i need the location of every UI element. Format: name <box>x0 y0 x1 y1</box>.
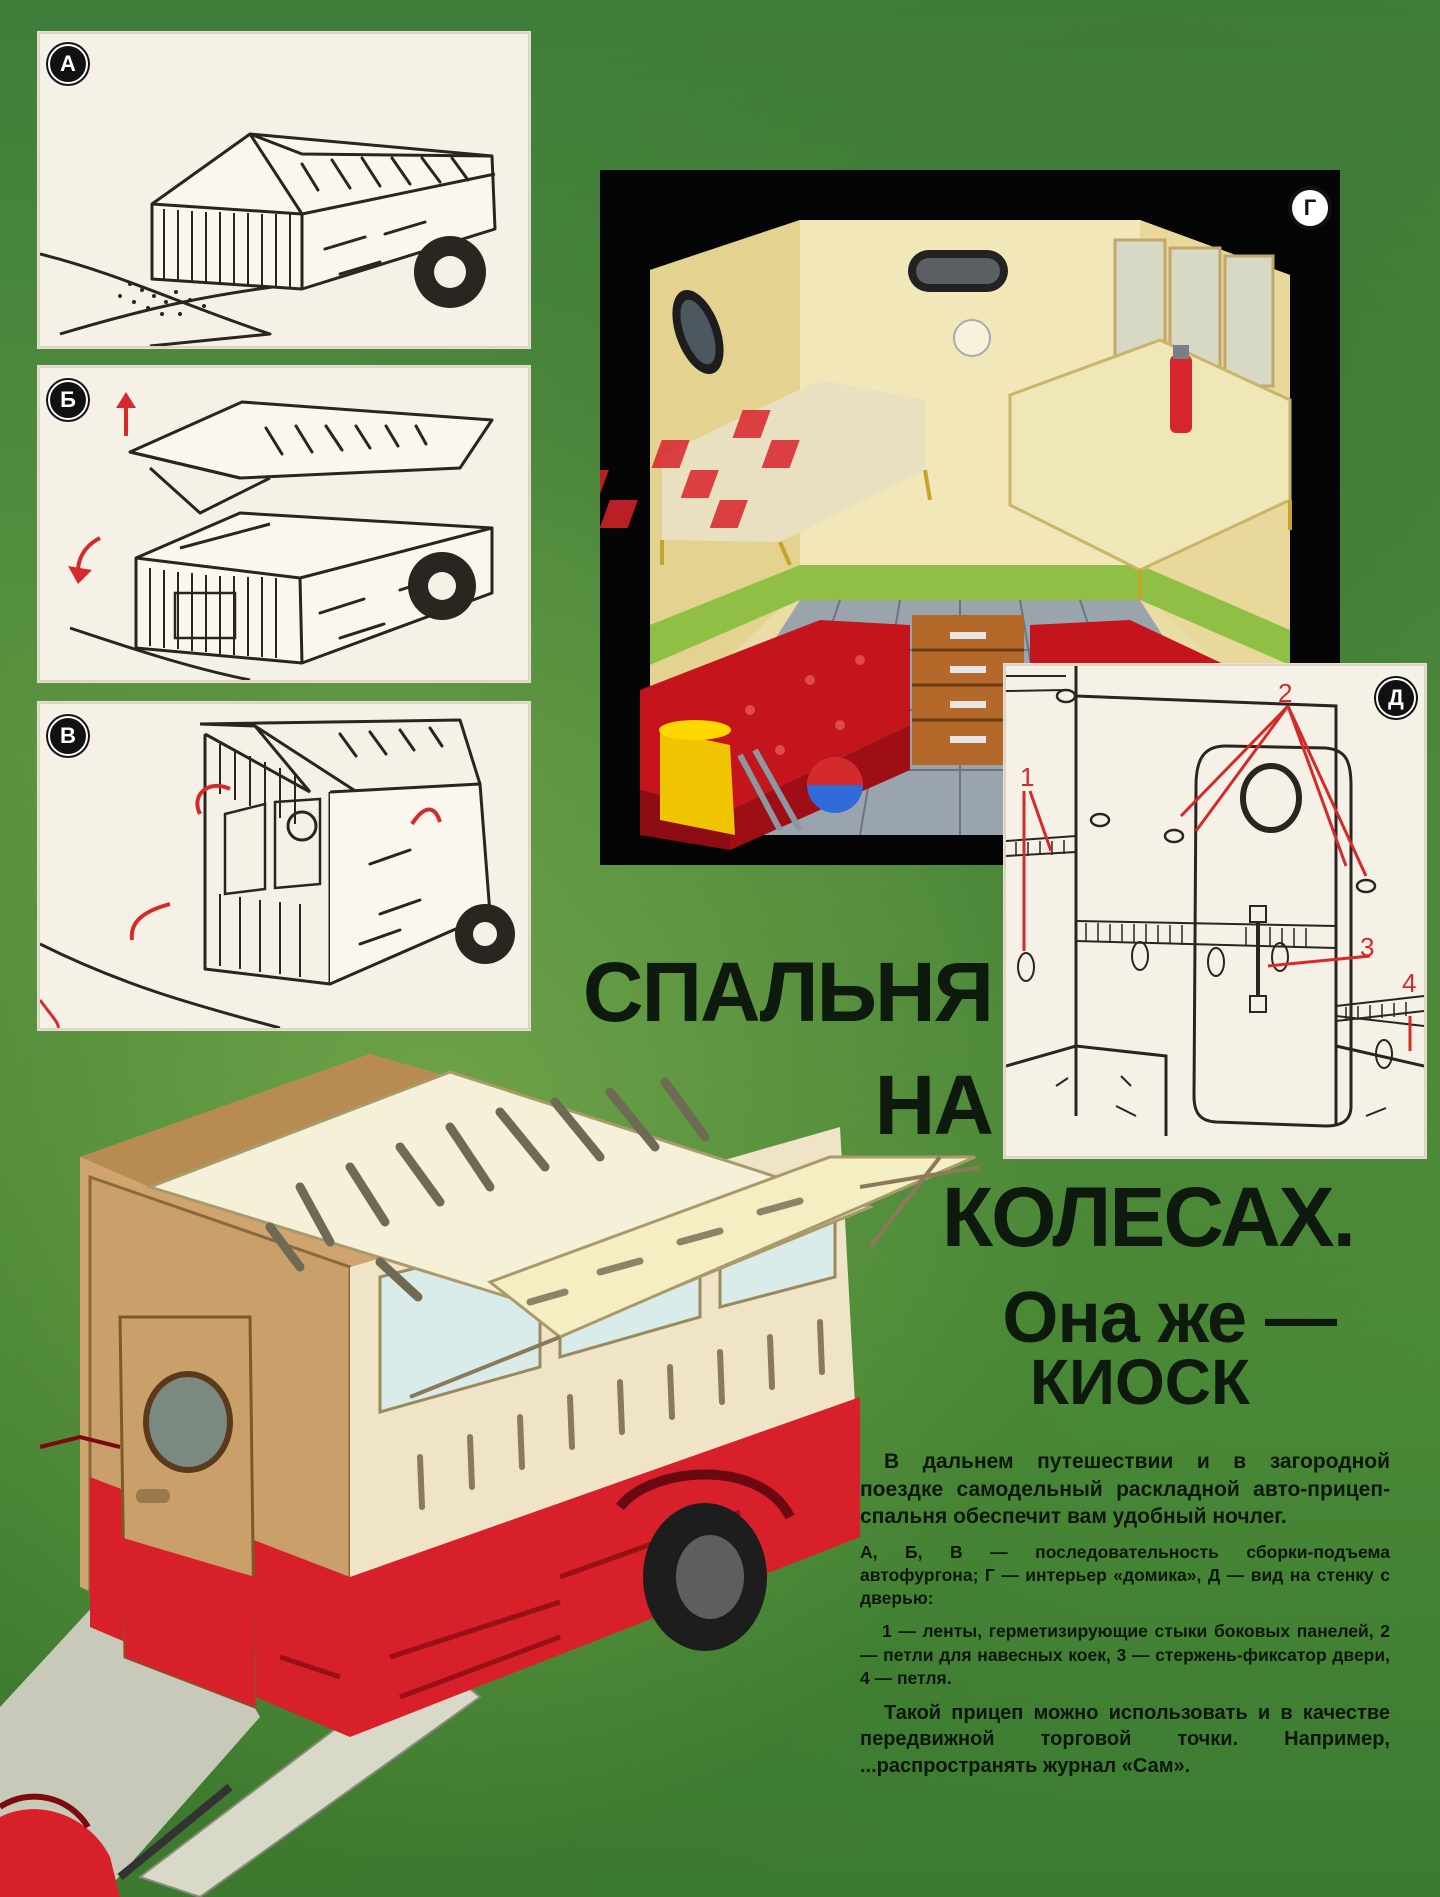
figure-caption: А, Б, В — последовательность сборки-подъ… <box>860 1542 1390 1609</box>
panel-d-badge: Д <box>1376 678 1416 718</box>
panel-b-label: Б <box>60 387 76 412</box>
folded-trailer-drawing <box>40 132 497 346</box>
callout-2: 2 <box>1278 678 1292 708</box>
article-closing: Такой прицеп можно использовать и в каче… <box>860 1701 1390 1777</box>
panel-v-badge: В <box>48 716 88 756</box>
callout-1: 1 <box>1020 762 1034 792</box>
panel-g-badge: Г <box>1290 188 1330 228</box>
callout-3: 3 <box>1360 932 1374 962</box>
article-lead: В дальнем путешествии и в загородной пое… <box>860 1450 1390 1529</box>
figure-legend: 1 — ленты, герметизирующие стыки боковых… <box>860 1621 1390 1688</box>
panel-d-label: Д <box>1388 685 1404 710</box>
subheadline-line-2: киоск <box>1029 1346 1250 1418</box>
headline-line-2: НА <box>874 1058 994 1152</box>
callout-4: 4 <box>1402 968 1416 998</box>
subheadline-line-1: Она же — <box>1002 1278 1337 1358</box>
panel-g-label: Г <box>1303 195 1317 220</box>
panel-a-label: А <box>60 51 76 76</box>
panel-a: А <box>38 32 530 348</box>
headline-line-1: СПАЛЬНЯ <box>582 945 994 1039</box>
assembled-trailer-drawing <box>40 718 515 1028</box>
door-wall-drawing: 1 2 3 4 <box>1006 666 1424 1136</box>
panel-b-badge: Б <box>48 380 88 420</box>
panel-v-label: В <box>60 723 76 748</box>
unfolding-trailer-drawing <box>68 392 494 680</box>
panel-b: Б <box>38 366 530 682</box>
panel-v: В <box>38 702 530 1030</box>
headline-line-3: КОЛЕСАХ. <box>941 1170 1356 1264</box>
trailer-kiosk-illustration <box>0 1054 980 1897</box>
article-body: В дальнем путешествии и в загородной пое… <box>860 1448 1390 1789</box>
panel-d: Д <box>1004 664 1426 1158</box>
panel-a-badge: А <box>48 44 88 84</box>
